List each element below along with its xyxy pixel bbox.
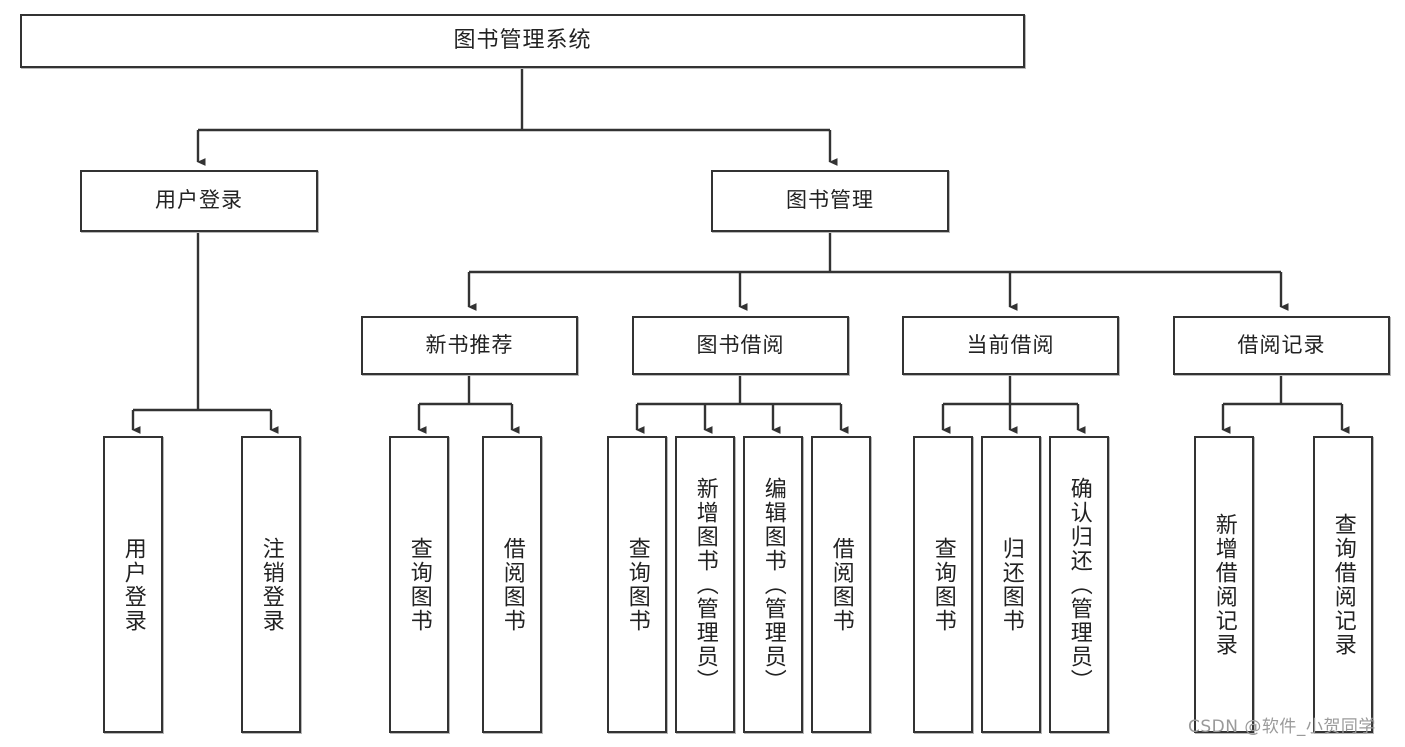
node-label: 新书推荐 (425, 332, 514, 357)
node-label: 借阅图书 (499, 536, 525, 633)
node-label: 新增图书（管理员） (692, 476, 718, 693)
node-label: 图书借阅 (696, 332, 785, 357)
node-label: 当前借阅 (966, 332, 1055, 357)
node-label: 用户登录 (155, 188, 243, 213)
leaf-new-book-query[interactable]: 查询图书 (389, 436, 449, 733)
node-root-system[interactable]: 图书管理系统 (20, 14, 1025, 68)
node-label: 图书管理系统 (453, 27, 592, 53)
node-user-login[interactable]: 用户登录 (80, 170, 318, 232)
node-label: 用户登录 (120, 536, 146, 633)
leaf-book-borrow-query[interactable]: 查询图书 (607, 436, 667, 733)
leaf-current-borrow-return[interactable]: 归还图书 (981, 436, 1041, 733)
node-label: 查询图书 (624, 536, 650, 633)
node-borrow-record[interactable]: 借阅记录 (1173, 316, 1390, 375)
csdn-watermark: CSDN @软件_小贺同学 (1188, 717, 1376, 737)
leaf-borrow-record-query[interactable]: 查询借阅记录 (1313, 436, 1373, 733)
leaf-current-borrow-query[interactable]: 查询图书 (913, 436, 973, 733)
node-label: 查询图书 (930, 536, 956, 633)
node-label: 确认归还（管理员） (1066, 476, 1092, 693)
leaf-user-login-logout[interactable]: 注销登录 (241, 436, 301, 733)
leaf-new-book-borrow[interactable]: 借阅图书 (482, 436, 542, 733)
node-label: 编辑图书（管理员） (760, 476, 786, 693)
leaf-book-borrow-add[interactable]: 新增图书（管理员） (675, 436, 735, 733)
node-current-borrow[interactable]: 当前借阅 (902, 316, 1119, 375)
node-label: 注销登录 (258, 536, 284, 633)
node-new-book-recommend[interactable]: 新书推荐 (361, 316, 578, 375)
node-label: 新增借阅记录 (1211, 512, 1237, 657)
node-label: 借阅图书 (828, 536, 854, 633)
node-book-borrow[interactable]: 图书借阅 (632, 316, 849, 375)
node-label: 图书管理 (786, 188, 874, 213)
leaf-current-borrow-confirm[interactable]: 确认归还（管理员） (1049, 436, 1109, 733)
leaf-book-borrow-edit[interactable]: 编辑图书（管理员） (743, 436, 803, 733)
leaf-user-login-login[interactable]: 用户登录 (103, 436, 163, 733)
node-label: 查询借阅记录 (1330, 512, 1356, 657)
leaf-borrow-record-add[interactable]: 新增借阅记录 (1194, 436, 1254, 733)
node-label: 借阅记录 (1237, 332, 1326, 357)
node-label: 查询图书 (406, 536, 432, 633)
leaf-book-borrow-borrow[interactable]: 借阅图书 (811, 436, 871, 733)
node-book-management[interactable]: 图书管理 (711, 170, 949, 232)
node-label: 归还图书 (998, 536, 1024, 633)
